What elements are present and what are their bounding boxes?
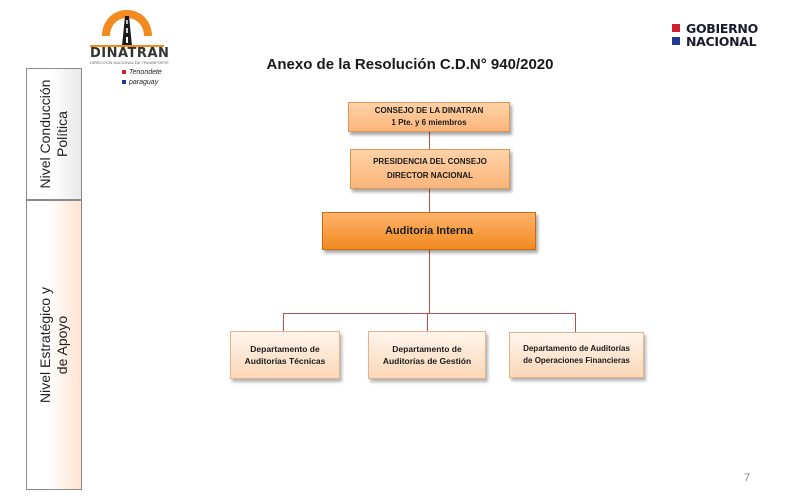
page-title: Anexo de la Resolución C.D.N° 940/2020: [266, 56, 554, 73]
dep1-line1: Departamento de: [250, 344, 320, 354]
box-dep-auditorias-tecnicas: Departamento de Auditorías Técnicas: [230, 331, 340, 379]
connector-dep2: [427, 313, 428, 331]
level-estrategico-label: Nivel Estratégico y de Apoyo: [37, 287, 70, 403]
connector-auditoria-trunk: [429, 250, 430, 313]
tagline-line1: Tenondete: [129, 69, 162, 76]
box-dep-auditorias-gestion: Departamento de Auditorías de Gestión: [368, 331, 486, 379]
dep3-line1: Departamento de Auditorías: [523, 344, 630, 353]
dinatran-logo-icon: [90, 10, 164, 47]
red-square-icon: [122, 70, 126, 75]
connector-presidencia-auditoria: [429, 189, 430, 212]
box-presidencia: PRESIDENCIA DEL CONSEJO DIRECTOR NACIONA…: [350, 149, 510, 189]
gov-line1: GOBIERNO: [686, 21, 758, 36]
tagline: Tenondete paraguay: [122, 68, 162, 88]
blue-square-icon: [122, 80, 126, 85]
gov-blue-square-icon: [672, 37, 680, 45]
connector-consejo-presidencia: [429, 132, 430, 149]
tagline-line2: paraguay: [129, 79, 159, 86]
presidencia-line1: PRESIDENCIA DEL CONSEJO: [373, 157, 487, 166]
connector-dep3: [575, 313, 576, 332]
level-estrategico-apoyo: Nivel Estratégico y de Apoyo: [26, 200, 82, 490]
consejo-title: CONSEJO DE LA DINATRAN: [374, 106, 484, 115]
auditoria-label: Auditoria Interna: [384, 225, 473, 237]
consejo-members: 1 Pte. y 6 miembros: [391, 118, 467, 127]
level-conduccion-politica: Nivel Conducción Política: [26, 68, 82, 200]
dinatran-logo-name: DINATRAN: [90, 46, 170, 61]
box-auditoria-interna: Auditoria Interna: [322, 212, 536, 250]
dinatran-logo-subtitle: DIRECCIÓN NACIONAL DE TRANSPORTE: [90, 60, 169, 65]
dep2-line2: Auditorías de Gestión: [382, 356, 472, 366]
dep1-line2: Auditorías Técnicas: [244, 356, 326, 366]
gov-line2: NACIONAL: [686, 34, 757, 49]
dep2-line1: Departamento de: [392, 344, 462, 354]
connector-horizontal: [283, 313, 576, 314]
page-number: 7: [744, 472, 751, 484]
box-dep-operaciones-financieras: Departamento de Auditorías de Operacione…: [509, 332, 644, 378]
dep3-line2: de Operaciones Financieras: [523, 356, 630, 365]
gov-red-square-icon: [672, 24, 680, 32]
connector-dep1: [283, 313, 284, 331]
presidencia-line2: DIRECTOR NACIONAL: [386, 171, 474, 180]
box-consejo: CONSEJO DE LA DINATRAN 1 Pte. y 6 miembr…: [348, 102, 510, 132]
level-conduccion-label: Nivel Conducción Política: [37, 79, 70, 189]
